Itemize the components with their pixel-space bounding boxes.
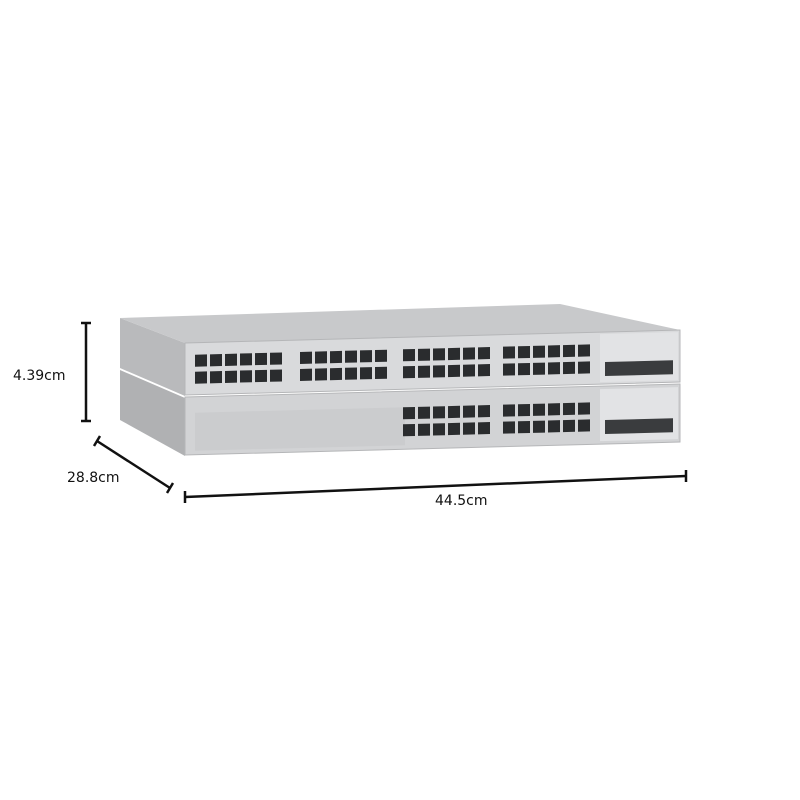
top-unit-port: [403, 348, 415, 362]
top-unit-port: [300, 368, 312, 381]
width-dimension-line: [183, 470, 688, 503]
height-label: 4.39cm: [13, 368, 66, 384]
top-unit-port: [255, 352, 267, 366]
top-unit-port: [270, 369, 282, 382]
top-unit-port: [255, 369, 267, 383]
top-unit-port: [330, 367, 342, 381]
top-unit-port: [478, 347, 490, 360]
blank-panel: [195, 407, 405, 451]
top-unit-port: [240, 353, 252, 366]
bottom-unit-port: [403, 423, 415, 437]
top-unit-port: [225, 353, 237, 366]
bottom-unit-port: [518, 403, 530, 417]
top-unit-port: [563, 361, 575, 375]
depth-dimension-line: [92, 435, 175, 494]
top-unit-port: [578, 344, 590, 357]
bottom-unit-port: [533, 420, 545, 433]
top-unit-port: [533, 345, 545, 358]
side-panel-bottom: [120, 370, 185, 456]
top-unit-port: [448, 364, 460, 378]
top-unit-port: [518, 362, 530, 376]
bottom-unit-port: [448, 422, 460, 436]
bottom-unit-port: [578, 402, 590, 415]
bottom-unit-port: [403, 406, 415, 420]
width-label: 44.5cm: [435, 493, 488, 509]
top-unit-port: [345, 350, 357, 363]
bottom-unit-port: [418, 423, 430, 436]
top-unit-port: [360, 367, 372, 380]
top-unit-port: [210, 371, 222, 384]
top-unit-port: [463, 364, 475, 377]
bottom-unit-port: [463, 422, 475, 435]
top-unit-port: [315, 368, 327, 381]
top-unit-port: [330, 350, 342, 364]
top-unit-port: [360, 350, 372, 363]
top-unit-port: [433, 365, 445, 378]
bottom-unit-port: [563, 419, 575, 433]
height-dimension-line: [81, 321, 91, 423]
top-unit-port: [403, 365, 415, 379]
top-unit-port: [225, 370, 237, 383]
bottom-unit-port: [433, 406, 445, 419]
top-unit-port: [548, 345, 560, 358]
top-unit-port: [518, 345, 530, 359]
bottom-unit-port: [448, 405, 460, 419]
bottom-unit-port: [533, 403, 545, 416]
top-unit-port: [478, 364, 490, 377]
top-unit-port: [533, 362, 545, 375]
top-unit-port: [418, 348, 430, 361]
top-unit-port: [463, 347, 475, 360]
bottom-unit-port: [548, 403, 560, 416]
top-unit-port: [240, 370, 252, 383]
bottom-unit-port: [578, 419, 590, 432]
sfp-uplink-ports: [605, 360, 673, 377]
top-unit-port: [548, 362, 560, 375]
top-unit-port: [210, 354, 222, 367]
bottom-unit-port: [503, 421, 515, 434]
top-unit-port: [503, 363, 515, 376]
bottom-unit-port: [433, 423, 445, 436]
top-unit-port: [433, 348, 445, 361]
sfp-uplink-ports: [605, 418, 673, 435]
top-unit-port: [300, 351, 312, 364]
bottom-unit-port: [503, 404, 515, 417]
top-unit-port: [448, 347, 460, 361]
top-unit-port: [375, 366, 387, 380]
bottom-unit-port: [548, 420, 560, 433]
side-panel-top: [120, 318, 185, 396]
bottom-unit-port: [478, 422, 490, 435]
bottom-unit-port: [518, 420, 530, 434]
top-unit-port: [315, 351, 327, 364]
top-unit-port: [578, 361, 590, 374]
top-unit-port: [270, 352, 282, 365]
bottom-unit-port: [478, 405, 490, 418]
top-unit-port: [563, 344, 575, 358]
top-unit-port: [503, 346, 515, 359]
top-unit-port: [418, 365, 430, 378]
bottom-unit-port: [563, 402, 575, 416]
top-unit-port: [345, 367, 357, 380]
top-unit-port: [375, 349, 387, 363]
bottom-unit-port: [463, 405, 475, 418]
top-unit-port: [195, 354, 207, 367]
top-unit-port: [195, 371, 207, 384]
depth-label: 28.8cm: [67, 470, 120, 486]
bottom-unit-port: [418, 406, 430, 419]
